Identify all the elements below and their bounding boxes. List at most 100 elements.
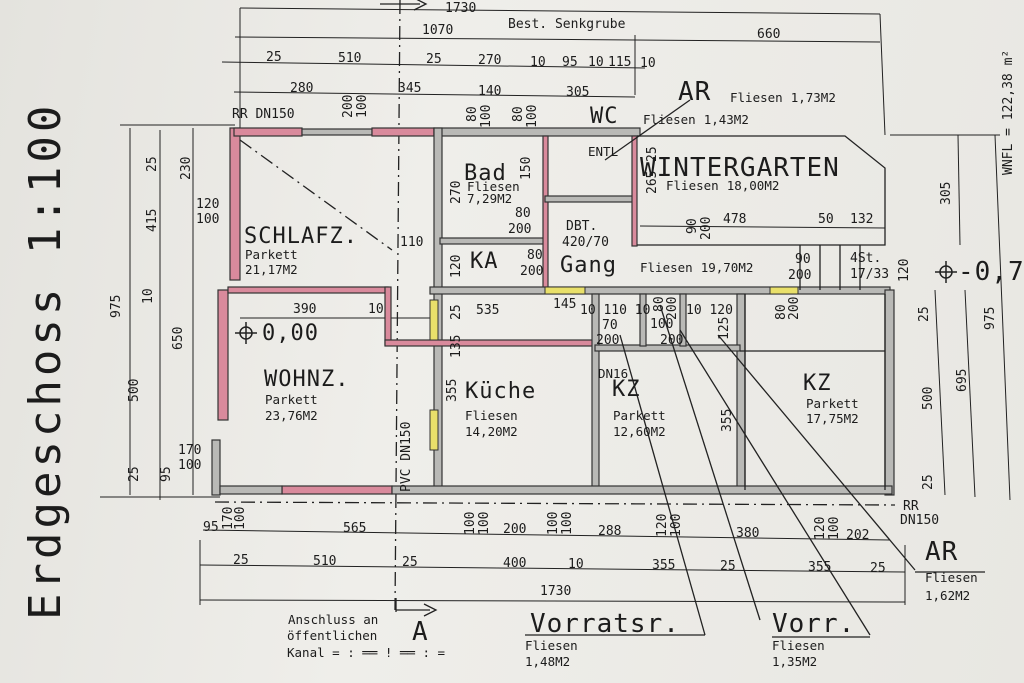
room-floor: Fliesen bbox=[525, 638, 578, 653]
dimension-label: 170 bbox=[178, 443, 201, 458]
dimension-label: 200 bbox=[596, 333, 619, 348]
sewer-note: Kanal = : ══ ! ══ : = bbox=[287, 645, 445, 660]
dimension-label: 80 bbox=[774, 304, 789, 320]
section-marker: A bbox=[412, 617, 429, 647]
drain-label: RR DN150 bbox=[232, 107, 295, 122]
dimension-label: 25 bbox=[870, 561, 886, 576]
dimension-label: 280 bbox=[290, 81, 313, 96]
drain-label: ENTL bbox=[588, 144, 618, 159]
dimension-label: 25 bbox=[233, 553, 249, 568]
walls bbox=[211, 99, 985, 638]
dimension-label: 100 bbox=[650, 317, 673, 332]
room-name: KZ bbox=[612, 377, 641, 402]
dimension-label: 100 bbox=[525, 105, 540, 128]
dimension-label: 10 bbox=[141, 288, 156, 304]
door-label: 420/70 bbox=[562, 235, 609, 250]
dimension-label: 10 bbox=[568, 557, 584, 572]
dimension-label: 150 bbox=[519, 157, 534, 180]
dimension-label: 200 bbox=[503, 522, 526, 537]
room-floor: Fliesen bbox=[643, 112, 696, 127]
dimension-label: 288 bbox=[598, 524, 621, 539]
dimension-label: 500 bbox=[127, 379, 142, 402]
dimension-label: 25 bbox=[720, 559, 736, 574]
room-area: 21,17M2 bbox=[245, 262, 298, 277]
dimension-label: 265 bbox=[645, 171, 660, 194]
dimension-label: 10 bbox=[368, 302, 384, 317]
dimension-label: 100 bbox=[196, 212, 219, 227]
room-name: WINTERGARTEN bbox=[640, 153, 840, 183]
dimension-label: 100 bbox=[477, 512, 492, 535]
sewer-note: öffentlichen bbox=[287, 628, 377, 643]
dimension-label: 510 bbox=[313, 554, 336, 569]
dimension-label: 115 bbox=[608, 55, 631, 70]
dimension-label: 200 bbox=[520, 264, 543, 279]
dimension-label: 120 bbox=[449, 255, 464, 278]
dimension-label: 100 bbox=[463, 512, 478, 535]
room-name: Bad bbox=[464, 161, 507, 186]
dimension-label: 25 bbox=[921, 474, 936, 490]
dimension-label: 200 bbox=[341, 95, 356, 118]
dimension-label: 10 bbox=[640, 56, 656, 71]
dimension-label: 380 bbox=[736, 526, 759, 541]
drain-label: DN150 bbox=[900, 513, 939, 528]
dimension-label: 100 bbox=[827, 517, 842, 540]
dimension-label: 500 bbox=[921, 387, 936, 410]
sewer-note: Anschluss an bbox=[288, 612, 378, 627]
dimension-label: 565 bbox=[343, 521, 366, 536]
dimension-label: 415 bbox=[145, 209, 160, 232]
dimension-label: 535 bbox=[476, 303, 499, 318]
dimension-label: 95 bbox=[562, 55, 578, 70]
dimension-label: 125 bbox=[717, 317, 732, 340]
dimension-label: 25 bbox=[145, 156, 160, 172]
dimension-label: 70 bbox=[602, 318, 618, 333]
room-floor-area: Fliesen 1,43M2 bbox=[643, 112, 749, 127]
dimension-label: 200 bbox=[508, 222, 531, 237]
dimension-label: 135 bbox=[449, 335, 464, 358]
room-name: WOHNZ. bbox=[264, 367, 349, 392]
dimension-label: 355 bbox=[720, 409, 735, 432]
drain-label: RR bbox=[903, 499, 919, 514]
dimension-label: 400 bbox=[503, 556, 526, 571]
dimension-label: 25 bbox=[449, 304, 464, 320]
drain-label: DN16 bbox=[598, 366, 628, 381]
room-area: 18,00M2 bbox=[727, 178, 780, 193]
room-area: 1,35M2 bbox=[772, 654, 817, 669]
plan-title: Erdgeschoss 1:100 bbox=[20, 102, 71, 620]
room-floor: Fliesen bbox=[730, 90, 783, 105]
dimension-label: 100 bbox=[560, 512, 575, 535]
room-area: 1,62M2 bbox=[925, 588, 970, 603]
room-floor-area: Fliesen 18,00M2 bbox=[666, 178, 779, 193]
dimension-label: 200 bbox=[660, 333, 683, 348]
room-area: 1,43M2 bbox=[704, 112, 749, 127]
room-name: Vorratsr. bbox=[530, 609, 680, 639]
dimension-label: 200 bbox=[787, 297, 802, 320]
level-marker-icon bbox=[235, 322, 257, 344]
dimension-label: 345 bbox=[398, 81, 421, 96]
section-arrow-top-icon bbox=[380, 0, 428, 11]
drain-label: PVC DN150 bbox=[399, 422, 414, 492]
stairs-label: 4St. bbox=[850, 251, 881, 266]
room-area: 17,75M2 bbox=[806, 411, 859, 426]
dimension-label: 355 bbox=[445, 379, 460, 402]
dimension-label: 95 bbox=[159, 466, 174, 482]
dimension-label: 270 bbox=[478, 53, 501, 68]
dimension-label: 10 120 bbox=[686, 303, 733, 318]
room-name: AR bbox=[678, 77, 711, 107]
dimension-label: 10 bbox=[530, 55, 546, 70]
dimension-label: 270 bbox=[449, 181, 464, 204]
room-floor: Parkett bbox=[806, 396, 859, 411]
room-floor: Fliesen bbox=[666, 178, 719, 193]
dimension-label: 120 bbox=[196, 197, 219, 212]
dimension-label: 305 bbox=[566, 85, 589, 100]
dimension-label: 695 bbox=[955, 369, 970, 392]
dimension-label: 200 bbox=[788, 268, 811, 283]
dimension-label: 10 110 10 bbox=[580, 303, 650, 318]
room-name: KA bbox=[470, 249, 499, 274]
dimension-label: 202 bbox=[846, 528, 869, 543]
dimension-label: 100 bbox=[669, 514, 684, 537]
dimension-label: 110 bbox=[400, 235, 423, 250]
room-name: KZ bbox=[803, 371, 832, 396]
dimension-label: 100 bbox=[178, 458, 201, 473]
dimension-label: 1730 bbox=[540, 584, 571, 599]
